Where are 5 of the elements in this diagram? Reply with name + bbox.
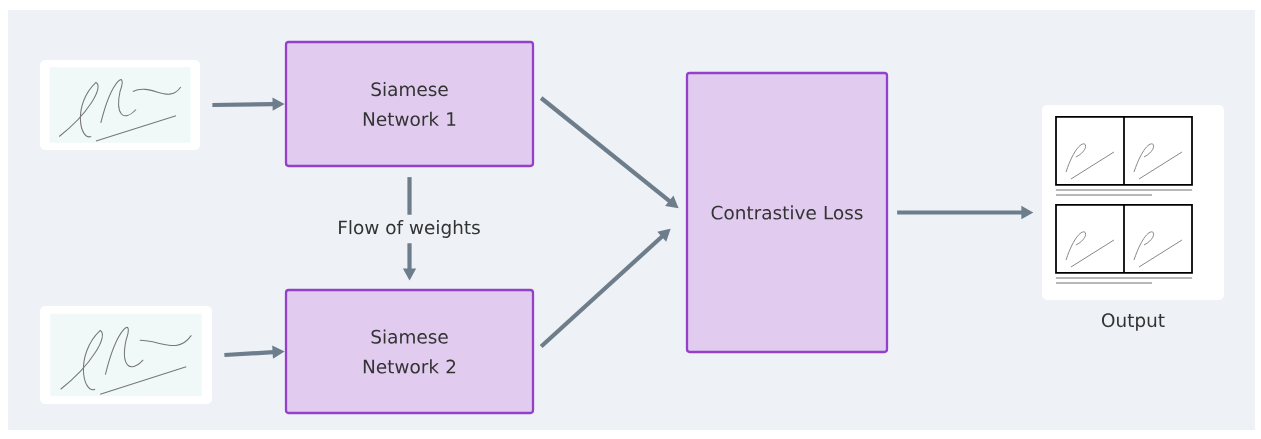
edge-label: Flow of weights — [332, 214, 486, 244]
caption-text: Output — [1102, 313, 1165, 331]
process-box: Siamese Network 2 — [284, 288, 535, 415]
process-box: Contrastive Loss — [685, 71, 889, 354]
process-box: Siamese Network 1 — [284, 40, 535, 168]
